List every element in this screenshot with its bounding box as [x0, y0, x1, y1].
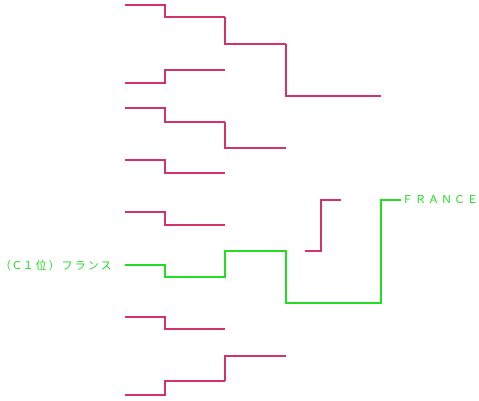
bracket-line-semifinal-stub	[305, 199, 341, 252]
bracket-line-r2-match-1	[224, 17, 286, 45]
bracket-line-r1-match-2	[125, 69, 225, 84]
bracket-line-r1-match-8	[125, 380, 225, 396]
bracket-line-r2-match-4	[224, 355, 286, 381]
winner-label: ＦＲＡＮＣＥ！	[402, 193, 479, 206]
highlight-path-line	[125, 199, 401, 304]
bracket-line-r1-match-4	[125, 159, 225, 174]
bracket-line-r1-match-5	[125, 211, 225, 226]
bracket-line-r1-match-7	[125, 316, 225, 330]
highlight-path	[125, 199, 401, 304]
bracket-line-r1-match-1	[125, 4, 225, 18]
bracket-lines	[125, 4, 381, 396]
team-label: （C１位）フランス	[0, 259, 114, 272]
bracket-line-r1-match-3	[125, 107, 225, 123]
bracket-line-r3-match-1	[285, 44, 381, 97]
bracket-line-r2-match-2	[224, 122, 286, 149]
